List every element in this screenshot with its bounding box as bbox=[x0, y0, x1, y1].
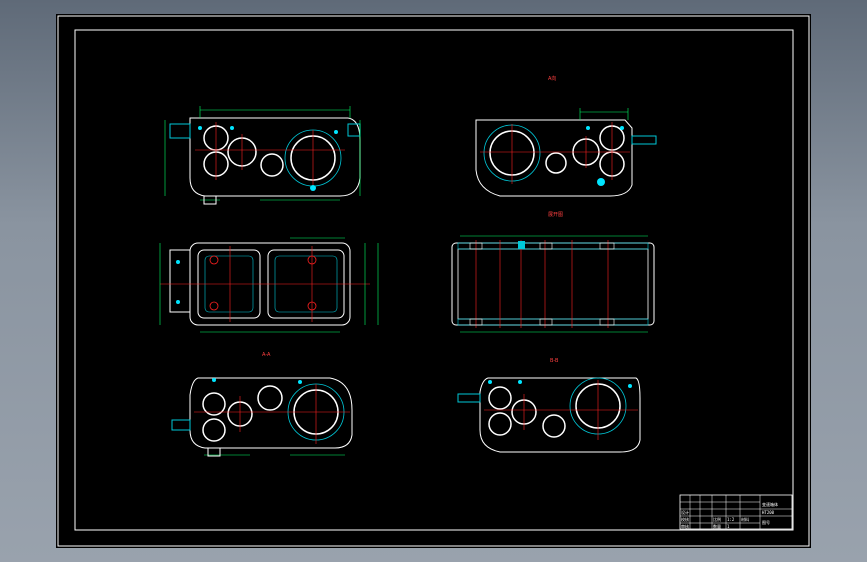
title-block-cell: 校核 bbox=[681, 516, 689, 522]
title-block-cell: 材料 bbox=[741, 516, 749, 522]
title-block-cell: HT200 bbox=[762, 510, 775, 515]
section-a-a-view[interactable]: A-A bbox=[171, 352, 353, 457]
front-view[interactable] bbox=[164, 106, 361, 205]
title-block-cell: 图号 bbox=[762, 519, 770, 525]
a-direction-view[interactable]: A向 bbox=[475, 75, 657, 197]
title-block-cell: 审核 bbox=[681, 523, 689, 529]
section-b-b-view[interactable]: B-B bbox=[457, 358, 641, 453]
outer-border bbox=[57, 15, 810, 547]
view-label-a: A向 bbox=[548, 75, 556, 82]
view-label-section-b: B-B bbox=[550, 358, 559, 364]
title-block-cell: 比例 bbox=[713, 516, 721, 522]
title-block[interactable]: 变速箱体 设计 校核 审核 比例 1:2 材料 HT200 数量 1 图号 bbox=[679, 494, 793, 530]
title-block-cell: 设计 bbox=[681, 509, 689, 515]
title-block-cell: 数量 bbox=[713, 523, 721, 529]
title-block-title: 变速箱体 bbox=[762, 501, 778, 507]
developed-view[interactable]: 展开图 bbox=[451, 212, 655, 333]
view-label-section-a: A-A bbox=[262, 352, 271, 358]
plan-view[interactable] bbox=[159, 237, 379, 333]
drawing-sheet bbox=[56, 14, 811, 548]
title-block-cell: 1 bbox=[727, 524, 730, 529]
view-label-developed: 展开图 bbox=[548, 212, 563, 218]
inner-border bbox=[74, 29, 794, 531]
title-block-cell: 1:2 bbox=[727, 517, 735, 522]
